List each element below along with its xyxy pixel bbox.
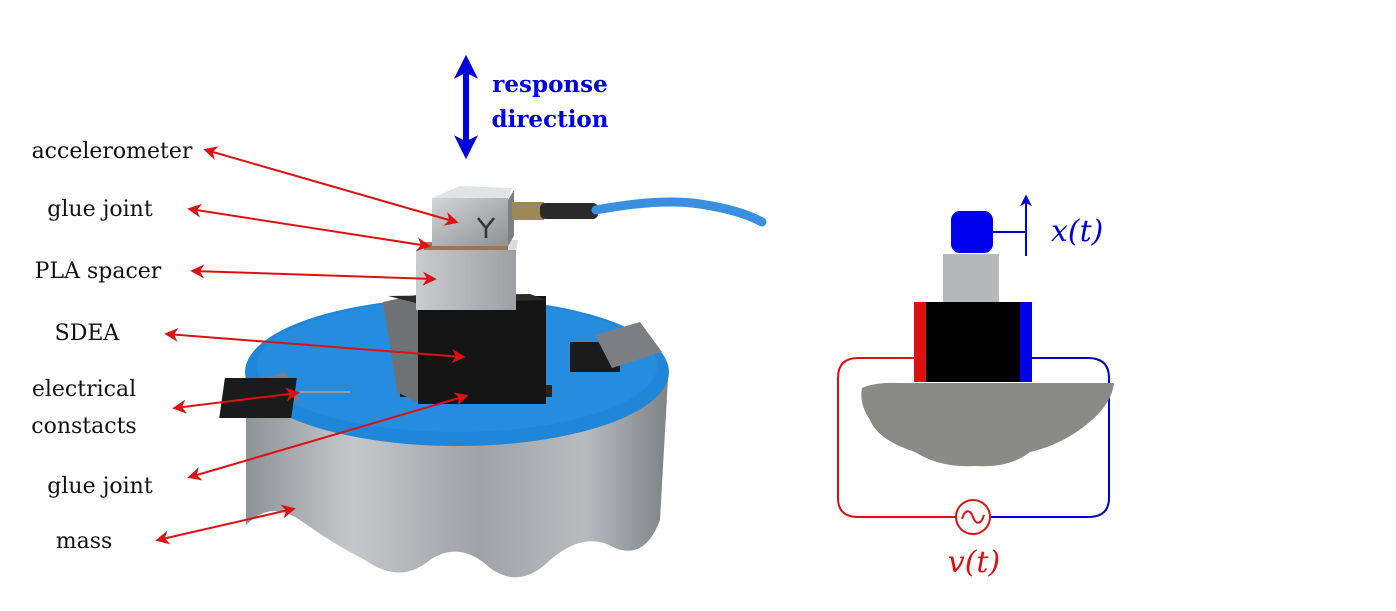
schematic-electrode-red <box>914 302 926 382</box>
label-glue-joint-bottom: glue joint <box>47 474 153 499</box>
specimen-photo <box>219 186 767 578</box>
label-mass: mass <box>56 529 113 554</box>
circuit-wire-blue <box>990 357 1110 518</box>
schematic-electrode-blue <box>1020 302 1032 382</box>
label-accelerometer: accelerometer <box>32 139 193 164</box>
ground-base <box>861 382 1114 467</box>
schematic-spacer <box>943 254 999 302</box>
schematic: x(t) v(t) <box>837 194 1114 580</box>
schematic-accelerometer <box>951 211 993 253</box>
electrical-contact-right <box>570 322 662 372</box>
sensor-cable <box>591 197 767 227</box>
ac-source-wave-icon <box>961 510 985 524</box>
pointer-mass <box>155 504 296 545</box>
accelerometer-cube <box>432 186 514 246</box>
displacement-label: x(t) <box>1051 214 1103 249</box>
pla-spacer <box>416 240 518 310</box>
pointer-sdea <box>164 327 466 364</box>
direction-label-line2: direction <box>492 106 609 133</box>
photo-labels: accelerometer glue joint PLA spacer SDEA… <box>31 139 193 554</box>
circuit-wire-red <box>837 357 956 518</box>
label-electrical-line1: electrical <box>32 377 136 402</box>
label-electrical-line2: constacts <box>31 414 136 439</box>
cable-connector <box>512 202 598 220</box>
label-sdea: SDEA <box>55 321 121 346</box>
voltage-label: v(t) <box>948 545 1000 580</box>
pointer-pla-spacer <box>190 264 437 286</box>
pointer-accelerometer <box>203 146 459 226</box>
direction-label-line1: response <box>492 71 607 98</box>
pointer-glue-joint-top <box>187 203 431 252</box>
sdea-block <box>383 294 546 404</box>
label-pla-spacer: PLA spacer <box>35 259 162 284</box>
label-glue-joint-top: glue joint <box>47 197 153 222</box>
pointer-glue-joint-bottom <box>187 392 469 481</box>
pointer-arrows <box>155 146 469 545</box>
schematic-sdea <box>926 302 1020 382</box>
